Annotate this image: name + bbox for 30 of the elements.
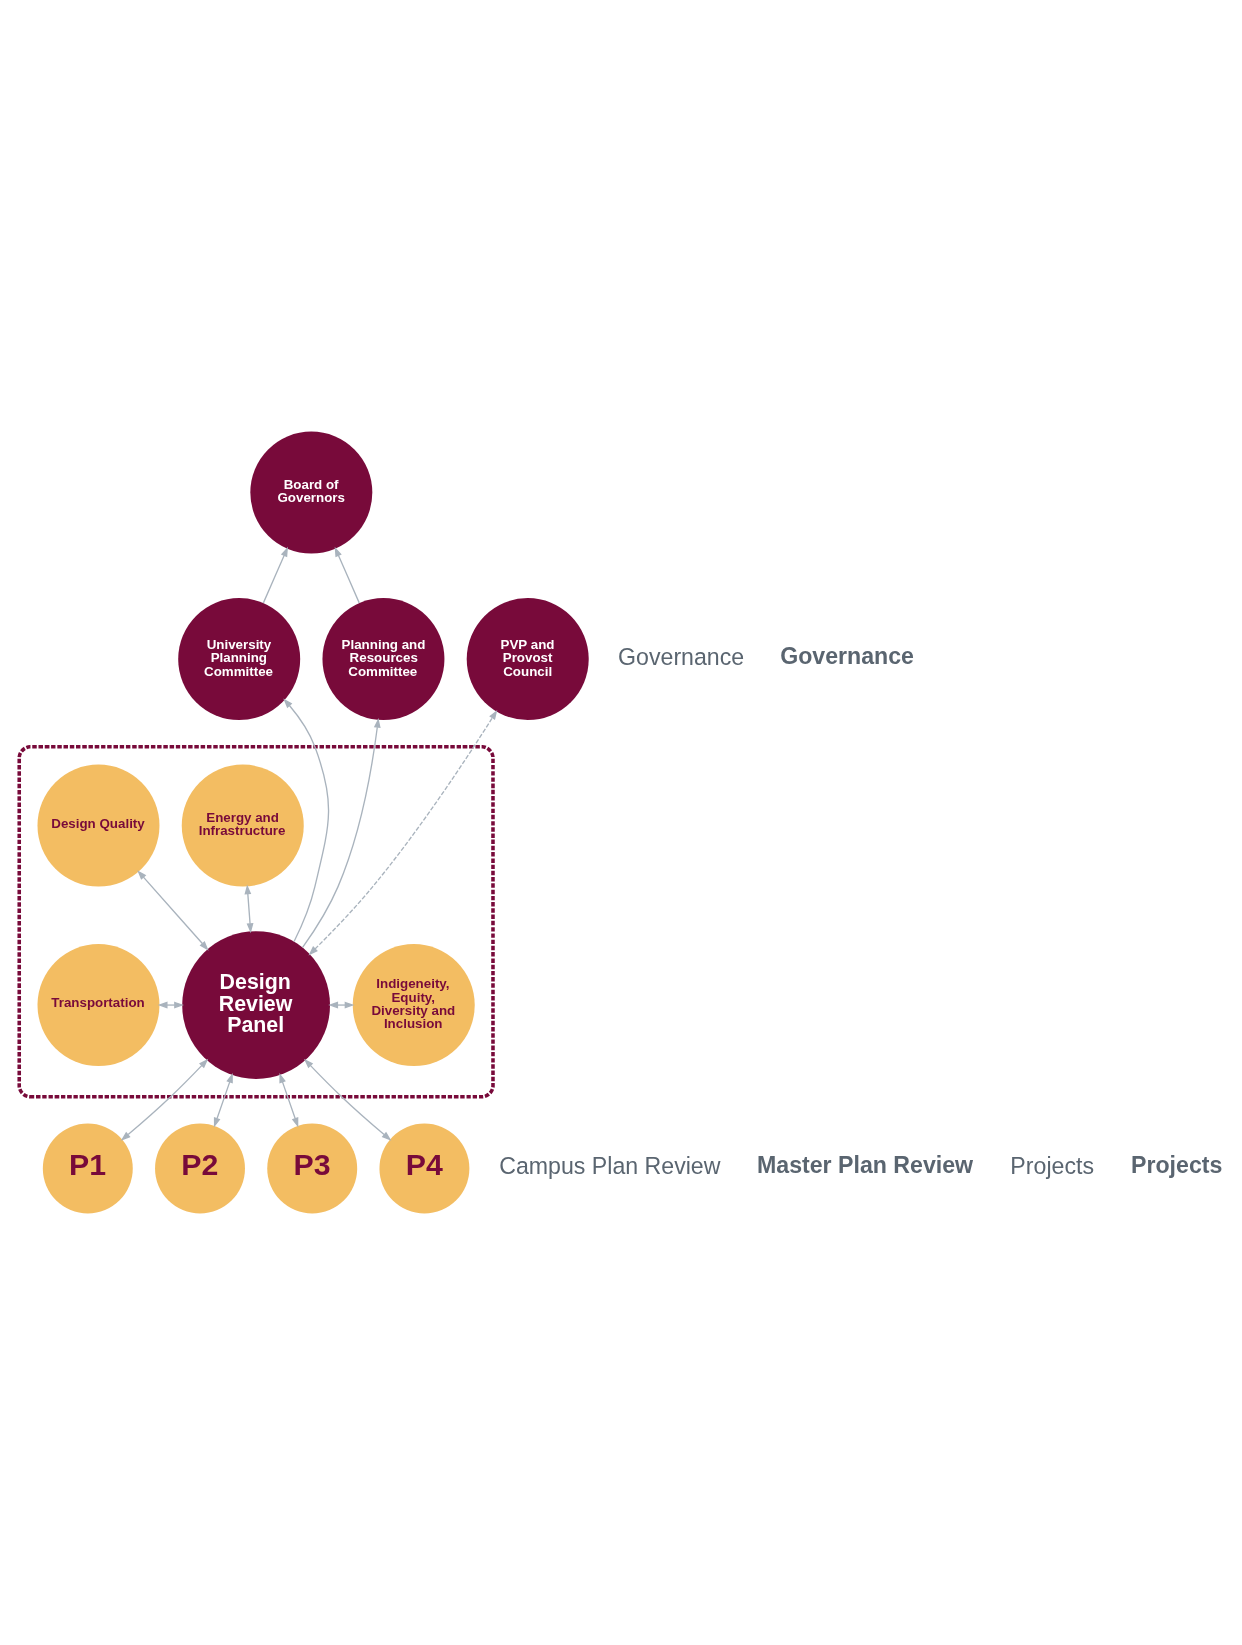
arrow bbox=[279, 1073, 299, 1128]
arrow bbox=[137, 870, 209, 951]
arrow bbox=[301, 717, 381, 949]
node-circle: Planning and Resources Committee bbox=[322, 598, 445, 721]
node-circle: Indigeneity, Equity, Diversity and Inclusion bbox=[352, 944, 475, 1067]
label: Governance bbox=[618, 643, 745, 670]
cluster bbox=[17, 745, 495, 1099]
node-circle: P3 bbox=[267, 1123, 358, 1214]
arrow bbox=[328, 1001, 355, 1009]
arrow bbox=[244, 884, 254, 934]
node-circle: Energy and Infrastructure bbox=[181, 764, 304, 887]
label: Projects bbox=[1131, 1152, 1223, 1179]
node-circle: Transportation bbox=[37, 944, 160, 1067]
node-circle: University Planning Committee bbox=[178, 598, 301, 721]
label: Governance bbox=[780, 642, 914, 669]
node-circle: Design Review Panel bbox=[182, 931, 330, 1079]
arrow bbox=[283, 698, 330, 943]
label: Projects bbox=[1010, 1153, 1094, 1180]
arrow bbox=[157, 1001, 184, 1009]
arrow bbox=[213, 1073, 233, 1128]
arrow bbox=[334, 546, 360, 604]
label: Master Plan Review bbox=[757, 1152, 974, 1179]
node-circle: Design Quality bbox=[37, 764, 160, 887]
node-circle: Board of Governors bbox=[250, 431, 373, 554]
arrow bbox=[120, 1058, 209, 1141]
label: Campus Plan Review bbox=[499, 1153, 721, 1180]
arrow bbox=[303, 1058, 392, 1141]
arrow bbox=[262, 546, 288, 604]
node-circle: P2 bbox=[155, 1123, 245, 1214]
arrow bbox=[308, 709, 498, 956]
